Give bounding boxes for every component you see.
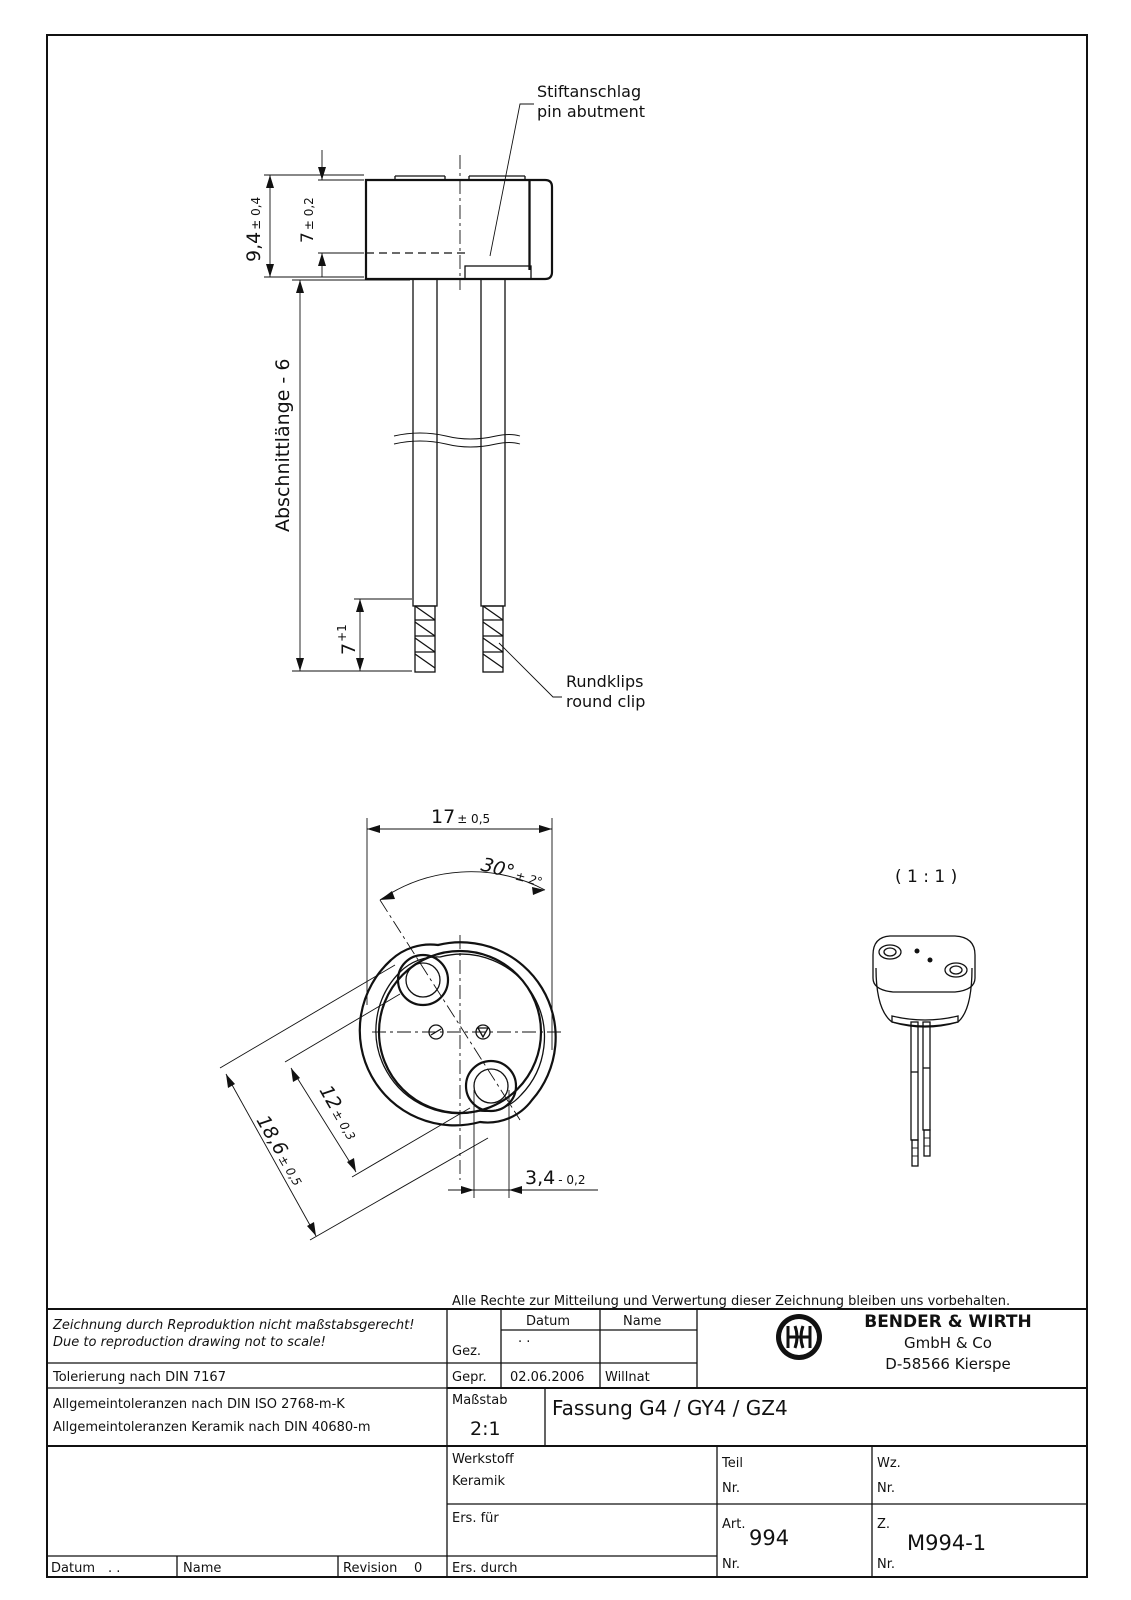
dim-pin: 3,4- 0,2 [525,1167,585,1189]
company-logo [776,1314,822,1360]
replaced-by-label: Ers. durch [452,1561,518,1576]
gez-label: Gez. [452,1344,481,1359]
material-label: Werkstoff [452,1452,515,1467]
title-block: Alle Rechte zur Mitteilung und Verwertun… [47,1294,1087,1577]
tool-nr-label: Nr. [877,1481,895,1496]
note-de: Zeichnung durch Reproduktion nicht maßst… [52,1318,414,1333]
note-en: Due to reproduction drawing not to scale… [53,1335,326,1350]
pin-abutment-label-en: pin abutment [537,102,645,121]
gepr-name: Willnat [605,1370,650,1385]
revision-value: 0 [414,1561,422,1576]
company-address: D-58566 Kierspe [885,1355,1010,1373]
dim-diagonal: 18,6± 0,5 [252,1112,310,1190]
col-datum: Datum [526,1314,570,1329]
dim-pitch: 12± 0,3 [315,1082,364,1144]
revision-date-dots: . . [108,1561,120,1576]
scale-value: 2:1 [470,1418,501,1440]
dim-width: 17± 0,5 [431,806,490,828]
drawing-frame [46,34,1088,1578]
material-value: Keramik [452,1474,505,1489]
gepr-label: Gepr. [452,1370,487,1385]
article-number: 994 [749,1526,789,1550]
dim-angle: 30°± 2° [479,854,546,892]
company-form: GmbH & Co [904,1334,992,1352]
revision-name-label: Name [183,1561,221,1576]
tool-label: Wz. [877,1456,901,1471]
top-view: 17± 0,5 30°± 2° 18,6± 0,5 12± 0,3 3,4- 0… [219,806,598,1241]
round-clip-label-de: Rundklips [566,672,643,691]
part-label: Teil [721,1456,743,1471]
dim-clip-length: 7+1 [335,624,360,655]
drawing-label: Z. [877,1517,890,1532]
col-name: Name [623,1314,661,1329]
side-view: Stiftanschlag pin abutment Rundklips rou… [243,82,645,711]
gez-date: . . [518,1331,530,1346]
round-clip-left [414,605,436,673]
article-label: Art. [722,1517,745,1532]
rights-note: Alle Rechte zur Mitteilung und Verwertun… [452,1294,1010,1309]
part-nr-label: Nr. [722,1481,740,1496]
dim-height-body: 7± 0,2 [298,197,318,243]
tolerance-iso: Allgemeintoleranzen nach DIN ISO 2768-m-… [53,1397,345,1412]
drawing-nr-label: Nr. [877,1557,895,1572]
pin-abutment-label-de: Stiftanschlag [537,82,641,101]
dim-height-total: 9,4± 0,4 [243,197,265,262]
revision-date-label: Datum [51,1561,95,1576]
tolerance-ceramic: Allgemeintoleranzen Keramik nach DIN 406… [53,1420,371,1435]
revision-label: Revision [343,1561,397,1576]
gepr-date: 02.06.2006 [510,1370,584,1385]
drawing-title: Fassung G4 / GY4 / GZ4 [552,1396,788,1420]
round-clip-label-en: round clip [566,692,645,711]
replaces-label: Ers. für [452,1511,499,1526]
round-clip-right [482,605,504,673]
company-name: BENDER & WIRTH [864,1312,1032,1332]
drawing-number: M994-1 [907,1531,986,1555]
dim-cut-length: Abschnittlänge - 6 [272,359,294,532]
tolerance-din: Tolerierung nach DIN 7167 [52,1370,226,1385]
scale-label: Maßstab [452,1393,507,1408]
isometric-view: ( 1 : 1 ) [872,867,976,1167]
article-nr-label: Nr. [722,1557,740,1572]
scale-view-label: ( 1 : 1 ) [895,867,957,887]
